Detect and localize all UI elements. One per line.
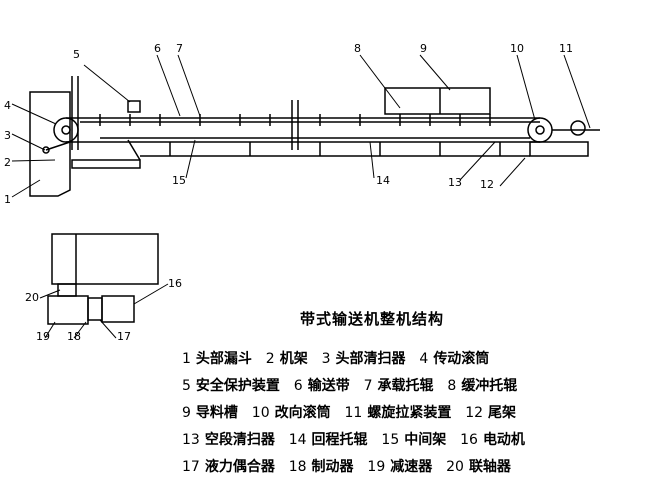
frame-legs xyxy=(169,142,501,156)
head-frame xyxy=(71,159,141,169)
legend-label: 输送带 xyxy=(307,378,350,394)
head-cleaner xyxy=(45,141,71,151)
callout-3: 3 xyxy=(4,129,11,142)
brake xyxy=(87,297,103,321)
callout-15: 15 xyxy=(172,174,186,187)
legend-number: 8 xyxy=(447,378,457,394)
legend-label: 尾架 xyxy=(488,405,517,421)
callout-13: 13 xyxy=(448,176,462,189)
legend-label: 改向滚筒 xyxy=(274,405,331,421)
legend-number: 6 xyxy=(293,378,303,394)
legend-label: 中间架 xyxy=(404,432,447,448)
legend-number: 15 xyxy=(381,432,400,448)
legend-label: 液力偶合器 xyxy=(204,459,275,475)
callout-8: 8 xyxy=(354,42,361,55)
legend-number: 1 xyxy=(182,351,191,367)
legend-label: 安全保护装置 xyxy=(195,378,280,394)
legend-label: 制动器 xyxy=(311,459,354,475)
callout-1: 1 xyxy=(4,193,11,206)
legend-label: 空段清扫器 xyxy=(204,432,275,448)
legend-number: 18 xyxy=(288,459,307,475)
legend-number: 20 xyxy=(446,459,464,475)
leader-lines xyxy=(11,54,591,339)
legend-number: 12 xyxy=(465,405,484,421)
legend-number: 10 xyxy=(251,405,270,421)
legend-label: 螺旋拉紧装置 xyxy=(367,405,452,421)
drive-pulley xyxy=(53,117,79,143)
legend-number: 13 xyxy=(182,432,200,448)
legend-label: 头部漏斗 xyxy=(195,351,252,367)
motor xyxy=(101,295,135,323)
coupling xyxy=(57,283,77,297)
callout-20: 20 xyxy=(25,291,39,304)
callout-16: 16 xyxy=(168,277,182,290)
pulley-side-view xyxy=(51,233,159,285)
tail-frame xyxy=(529,141,589,157)
legend-number: 4 xyxy=(419,351,429,367)
callout-12: 12 xyxy=(480,178,494,191)
callout-6: 6 xyxy=(154,42,161,55)
head-funnel xyxy=(29,91,71,197)
callout-18: 18 xyxy=(67,330,81,343)
legend-label: 电动机 xyxy=(482,432,525,448)
callout-5: 5 xyxy=(73,48,80,61)
safety-device xyxy=(127,100,141,113)
diagram-title: 带式输送机整机结构 xyxy=(300,310,445,328)
callout-2: 2 xyxy=(4,156,11,169)
callout-19: 19 xyxy=(36,330,50,343)
legend-label: 回程托辊 xyxy=(311,432,368,448)
legend-label: 联轴器 xyxy=(468,459,511,475)
carrying-idlers xyxy=(99,114,491,126)
legend-number: 19 xyxy=(367,459,386,475)
callout-17: 17 xyxy=(117,330,131,343)
legend-number: 17 xyxy=(182,459,200,475)
callout-4: 4 xyxy=(4,99,11,112)
legend-label: 承载托辊 xyxy=(377,378,434,394)
legend-number: 11 xyxy=(344,405,363,421)
callout-14: 14 xyxy=(376,174,390,187)
callout-7: 7 xyxy=(176,42,183,55)
callout-10: 10 xyxy=(510,42,524,55)
legend-label: 传动滚筒 xyxy=(433,351,490,367)
legend-number: 16 xyxy=(460,432,478,448)
legend-number: 5 xyxy=(182,378,191,394)
legend-number: 9 xyxy=(182,405,191,421)
callout-9: 9 xyxy=(420,42,427,55)
legend-label: 减速器 xyxy=(390,459,433,475)
legend-number: 7 xyxy=(363,378,373,394)
frame-leg xyxy=(127,139,141,161)
legend-number: 3 xyxy=(321,351,331,367)
guide-chute xyxy=(384,87,491,115)
legend-label: 缓冲托辊 xyxy=(461,378,518,394)
legend-label: 导料槽 xyxy=(195,405,238,421)
legend-number: 2 xyxy=(265,351,275,367)
legend-label: 头部清扫器 xyxy=(335,351,406,367)
legend-label: 机架 xyxy=(279,351,308,367)
legend-number: 14 xyxy=(288,432,307,448)
callout-11: 11 xyxy=(559,42,573,55)
reducer xyxy=(47,295,89,325)
